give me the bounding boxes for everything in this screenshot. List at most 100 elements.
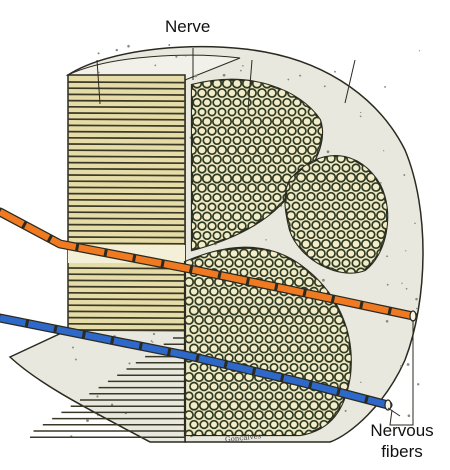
fiber-dot <box>296 229 306 240</box>
epineurium-speck <box>222 73 226 77</box>
fiber-dot <box>304 315 314 325</box>
fiber-dot <box>346 210 356 221</box>
nerve-fibers <box>0 207 418 411</box>
fiber-dot <box>208 305 220 316</box>
fiber-dot <box>192 173 203 184</box>
fiber-dot <box>237 202 247 212</box>
fiber-dot <box>366 191 376 202</box>
epineurium-speck <box>360 111 362 114</box>
fiber-dot <box>212 97 222 108</box>
fiber-dot <box>341 201 351 211</box>
fiber-dot <box>218 305 230 316</box>
title-leader-line <box>247 59 253 111</box>
fiber-dot <box>291 182 301 192</box>
fiber-dot <box>247 107 257 117</box>
fiber-dot <box>204 258 214 268</box>
stripe-line <box>68 93 186 96</box>
fiber-dot <box>217 202 227 212</box>
fiber-dot <box>185 315 194 325</box>
fiber-dot <box>241 79 253 89</box>
fibers-leader-line-blue <box>387 407 401 417</box>
fiber-dot <box>221 79 233 89</box>
fiber-dot <box>279 324 289 335</box>
fiber-dot <box>264 391 274 401</box>
fiber-dot <box>326 248 336 259</box>
fiber-dot <box>227 202 237 212</box>
fiber-dot <box>289 362 299 373</box>
fiber-dot <box>239 267 249 278</box>
fiber-dot <box>334 334 344 344</box>
fiber-dot <box>197 183 207 193</box>
fiber-dot <box>219 286 229 297</box>
fiber-dot <box>214 334 224 344</box>
fiber-dot <box>239 343 249 354</box>
fiber-dot <box>252 192 262 203</box>
fiber-dot <box>321 258 331 268</box>
fiber-dot <box>185 276 195 288</box>
fiber-dot <box>309 343 319 354</box>
fiber-dot <box>277 126 287 136</box>
fiber-dot <box>227 107 237 117</box>
fiber-dot <box>222 192 232 203</box>
fiber-dot <box>224 296 234 306</box>
fiber-dot <box>272 135 282 146</box>
fiber-dot <box>304 410 314 420</box>
fiber-dot <box>251 173 263 184</box>
fiber-dot <box>267 164 277 174</box>
fiber-dot <box>262 135 272 146</box>
fiber-dot <box>296 191 306 202</box>
fiber-dot <box>331 182 341 192</box>
fiber-dot <box>262 192 272 203</box>
fiber-dot <box>204 315 214 325</box>
fiber-dot <box>226 144 238 156</box>
fiber-dot <box>259 419 269 430</box>
fiber-dot <box>199 324 209 335</box>
fiber-dot <box>206 144 218 156</box>
fiber-dot <box>239 381 249 392</box>
fiber-dot <box>223 371 235 383</box>
fiber-dot <box>192 221 197 231</box>
fiber-dot <box>234 258 244 268</box>
fiber-dot <box>199 343 209 354</box>
epineurium-speck <box>384 85 387 88</box>
fiber-dot <box>330 238 342 250</box>
fiber-dot <box>366 210 376 221</box>
epineurium-speck <box>287 78 290 81</box>
epineurium-speck <box>185 55 187 57</box>
fiber-dot <box>301 201 311 211</box>
fiber-dot <box>315 172 327 183</box>
fiber-dot <box>308 305 320 316</box>
fiber-dot <box>238 305 250 316</box>
fiber-dot <box>356 229 366 240</box>
fiber-dot <box>234 315 244 325</box>
epineurium-speck <box>407 414 411 417</box>
fascicles <box>183 78 389 437</box>
epineurium-speck <box>97 52 100 55</box>
fiber-dot <box>319 343 329 354</box>
fiber-dot <box>345 172 357 183</box>
fiber-dot <box>300 238 312 250</box>
fiber-dot <box>304 334 314 344</box>
fiber-dot <box>236 144 248 156</box>
fiber-dot <box>286 191 296 202</box>
fiber-dot <box>242 116 252 127</box>
fiber-dot <box>207 221 217 231</box>
fiber-dot <box>234 353 244 363</box>
fiber-dot <box>296 210 306 221</box>
fiber-dot <box>217 107 227 117</box>
fiber-dot <box>185 296 194 306</box>
fiber-dot <box>204 410 214 420</box>
fiber-dot <box>309 419 319 430</box>
fiber-dot <box>242 97 252 108</box>
fiber-dot <box>194 315 204 325</box>
fiber-dot <box>284 334 294 344</box>
fiber-dot <box>282 116 292 127</box>
fiber-dot <box>284 353 294 363</box>
fiber-dot <box>321 201 331 211</box>
fiber-dot <box>360 238 372 250</box>
epineurium-speck <box>127 44 130 48</box>
fascicle-upper <box>190 78 323 252</box>
fiber-dot <box>202 211 212 222</box>
fiber-dot <box>314 353 324 363</box>
